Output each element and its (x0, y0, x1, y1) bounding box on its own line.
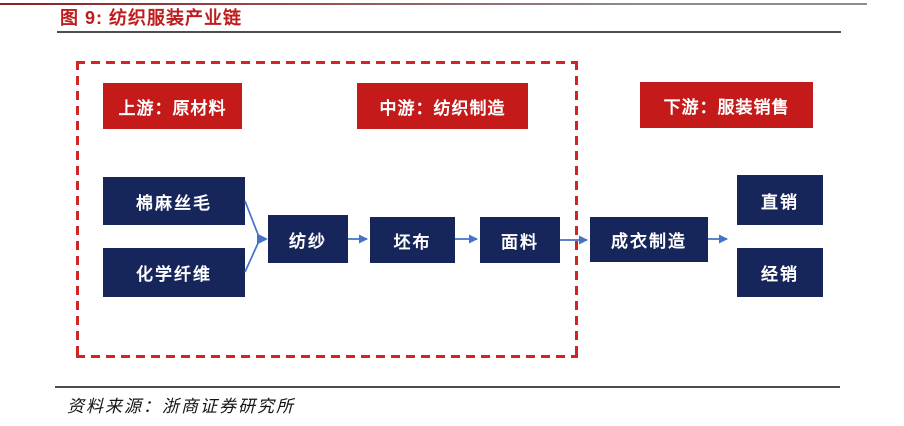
node-grey-cloth: 坯布 (370, 217, 455, 263)
stage-header-midstream: 中游：纺织制造 (357, 83, 528, 129)
node-raw-materials-natural: 棉麻丝毛 (103, 177, 245, 225)
node-garment-manufacturing: 成衣制造 (590, 217, 708, 262)
node-direct-sales: 直销 (737, 175, 823, 225)
top-divider (0, 3, 867, 5)
node-spinning: 纺纱 (268, 215, 348, 263)
source-attribution: 资料来源：浙商证券研究所 (67, 397, 295, 417)
figure-caption: 图 9: 纺织服装产业链 (60, 8, 243, 28)
stage-header-upstream: 上游：原材料 (103, 83, 242, 129)
node-fabric: 面料 (480, 217, 560, 263)
node-chemical-fiber: 化学纤维 (103, 248, 245, 297)
caption-divider (57, 31, 841, 33)
bottom-divider (55, 386, 840, 388)
stage-header-downstream: 下游：服装销售 (640, 82, 813, 128)
node-distribution: 经销 (737, 248, 823, 297)
